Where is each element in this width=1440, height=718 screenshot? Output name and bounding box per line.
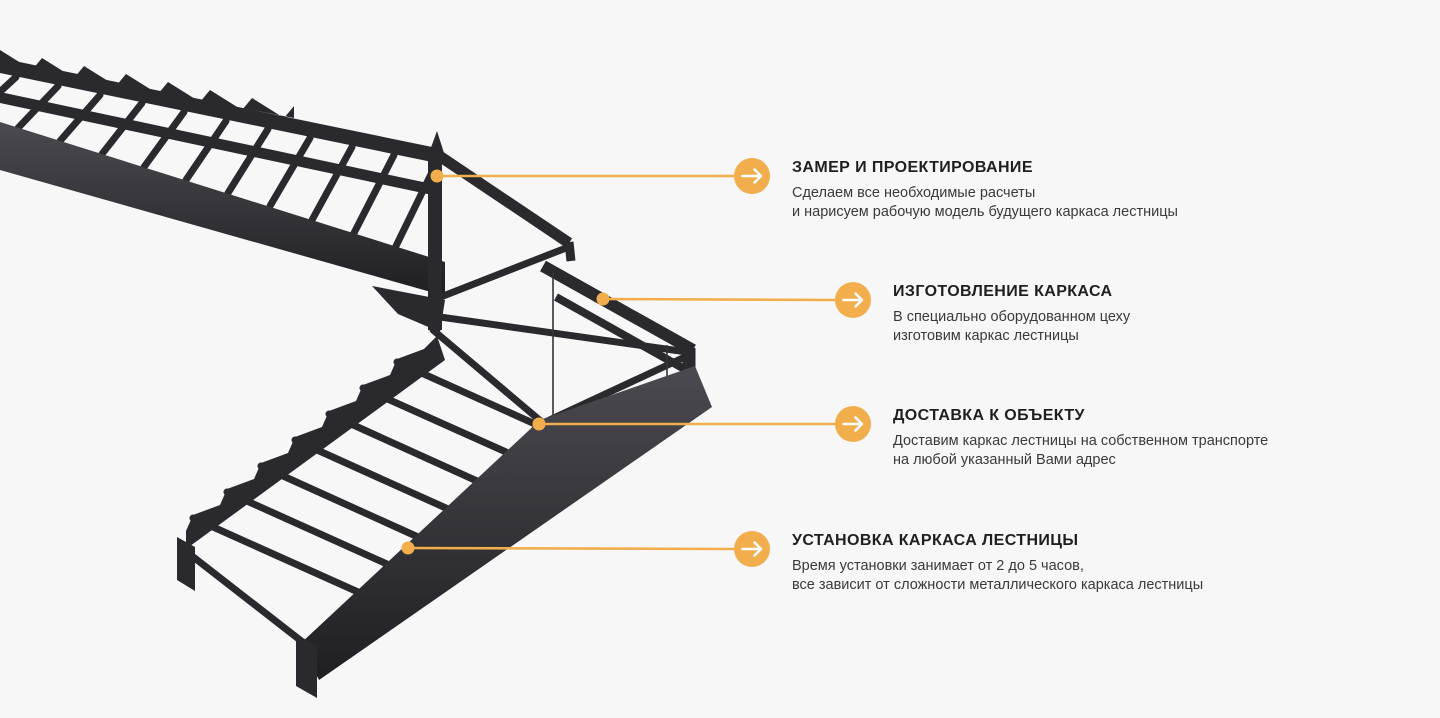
- landing-truss: [428, 131, 696, 427]
- connector-dot: [401, 541, 415, 555]
- step-desc-line: на любой указанный Вами адрес: [893, 452, 1116, 468]
- arrow-right-icon: [741, 168, 763, 184]
- step-title: ЗАМЕР И ПРОЕКТИРОВАНИЕ: [792, 159, 1033, 176]
- step-annotation-1: ЗАМЕР И ПРОЕКТИРОВАНИЕ Сделаем все необх…: [734, 158, 1178, 222]
- arrow-right-icon: [741, 541, 763, 557]
- connector-dot: [430, 169, 444, 183]
- step-desc-line: Сделаем все необходимые расчеты: [792, 185, 1036, 201]
- connector-step-4: [401, 541, 737, 555]
- upper-flight-steps: [0, 73, 440, 250]
- lower-flight-steps: [188, 358, 539, 644]
- step-desc-line: и нарисуем рабочую модель будущего карка…: [792, 204, 1178, 220]
- arrow-right-circle-icon: [835, 406, 871, 442]
- step-desc-line: Время установки занимает от 2 до 5 часов…: [792, 558, 1084, 574]
- step-title: УСТАНОВКА КАРКАСА ЛЕСТНИЦЫ: [792, 532, 1079, 549]
- step-annotation-3: ДОСТАВКА К ОБЪЕКТУ Доставим каркас лестн…: [835, 406, 1268, 470]
- step-title: ДОСТАВКА К ОБЪЕКТУ: [893, 407, 1085, 424]
- connector-step-3: [532, 417, 837, 431]
- step-desc-line: Доставим каркас лестницы на собственном …: [893, 433, 1269, 449]
- connector-dot: [532, 417, 546, 431]
- arrow-right-circle-icon: [734, 531, 770, 567]
- step-desc-line: все зависит от сложности металлического …: [792, 577, 1204, 593]
- arrow-right-circle-icon: [835, 282, 871, 318]
- connector-step-2: [596, 292, 838, 306]
- upper-flight: [0, 50, 445, 332]
- connector-step-1: [430, 169, 736, 183]
- step-annotation-4: УСТАНОВКА КАРКАСА ЛЕСТНИЦЫ Время установ…: [734, 531, 1203, 595]
- connector-lines: [401, 169, 838, 555]
- lower-flight: [177, 336, 712, 698]
- arrow-right-icon: [842, 416, 864, 432]
- arrow-right-icon: [842, 292, 864, 308]
- step-desc-line: В специально оборудованном цеху: [893, 309, 1131, 325]
- step-title: ИЗГОТОВЛЕНИЕ КАРКАСА: [893, 283, 1113, 300]
- connector-dot: [596, 292, 610, 306]
- step-annotation-2: ИЗГОТОВЛЕНИЕ КАРКАСА В специально оборуд…: [835, 282, 1130, 346]
- step-desc-line: изготовим каркас лестницы: [893, 328, 1079, 344]
- landing-braces: [429, 244, 691, 427]
- arrow-right-circle-icon: [734, 158, 770, 194]
